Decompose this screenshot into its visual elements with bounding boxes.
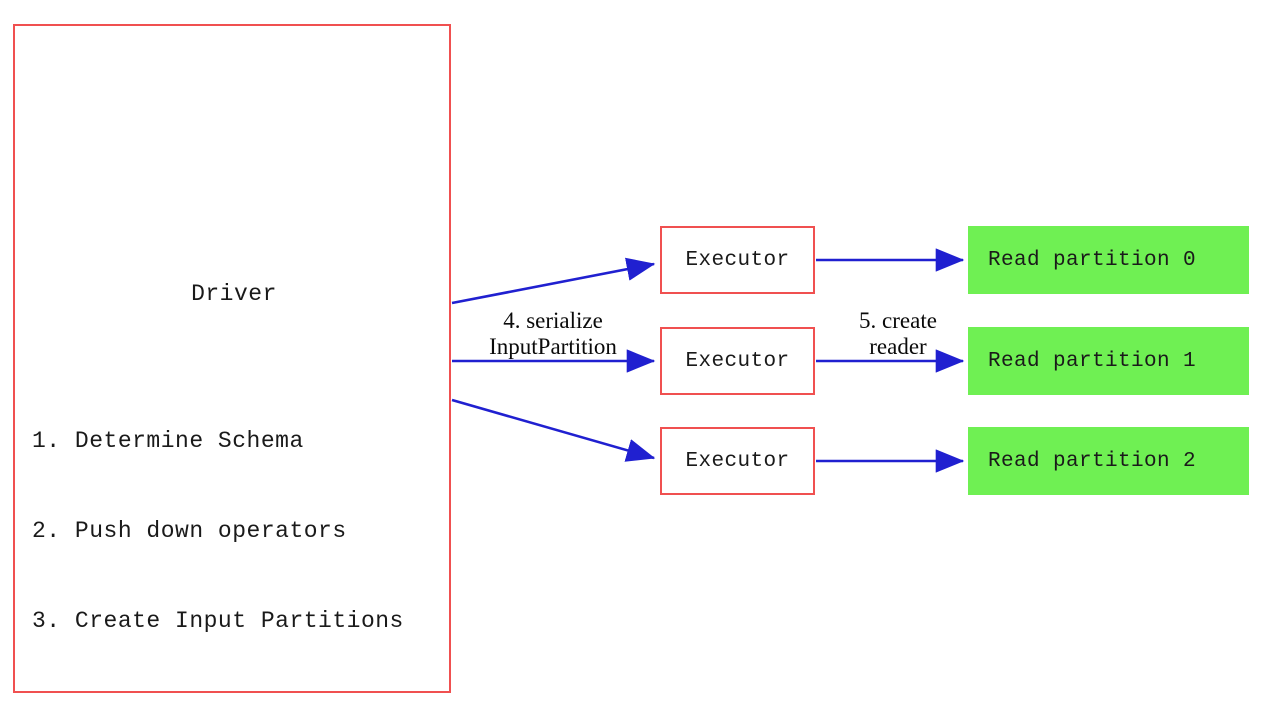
driver-step-2: 2. Push down operators [32,518,347,544]
arrow-label-create-reader-line2: reader [869,334,927,359]
driver-steps-list: 1. Determine Schema 2. Push down operato… [32,366,452,696]
arrow-label-serialize: 4. serialize InputPartition [458,308,648,360]
arrow-driver-to-executor-2 [451,398,656,462]
arrow-label-create-reader-line1: 5. create [859,308,937,333]
executor-box-2: Executor [660,427,815,495]
executor-label-1: Executor [685,349,790,373]
driver-step-3: 3. Create Input Partitions [32,608,404,634]
driver-box: Driver 1. Determine Schema 2. Push down … [13,24,451,693]
arrow-label-create-reader: 5. create reader [828,308,968,360]
executor-box-1: Executor [660,327,815,395]
executor-label-0: Executor [685,248,790,272]
partition-label-1: Read partition 1 [988,349,1197,373]
arrow-label-serialize-line1: 4. serialize [503,308,603,333]
driver-title: Driver [191,281,277,307]
partition-box-2: Read partition 2 [968,427,1249,495]
driver-step-1: 1. Determine Schema [32,428,304,454]
executor-box-0: Executor [660,226,815,294]
executor-label-2: Executor [685,449,790,473]
partition-box-0: Read partition 0 [968,226,1249,294]
arrow-driver-to-executor-0 [451,257,656,305]
partition-label-2: Read partition 2 [988,449,1197,473]
arrow-label-serialize-line2: InputPartition [489,334,617,359]
partition-label-0: Read partition 0 [988,248,1197,272]
partition-box-1: Read partition 1 [968,327,1249,395]
